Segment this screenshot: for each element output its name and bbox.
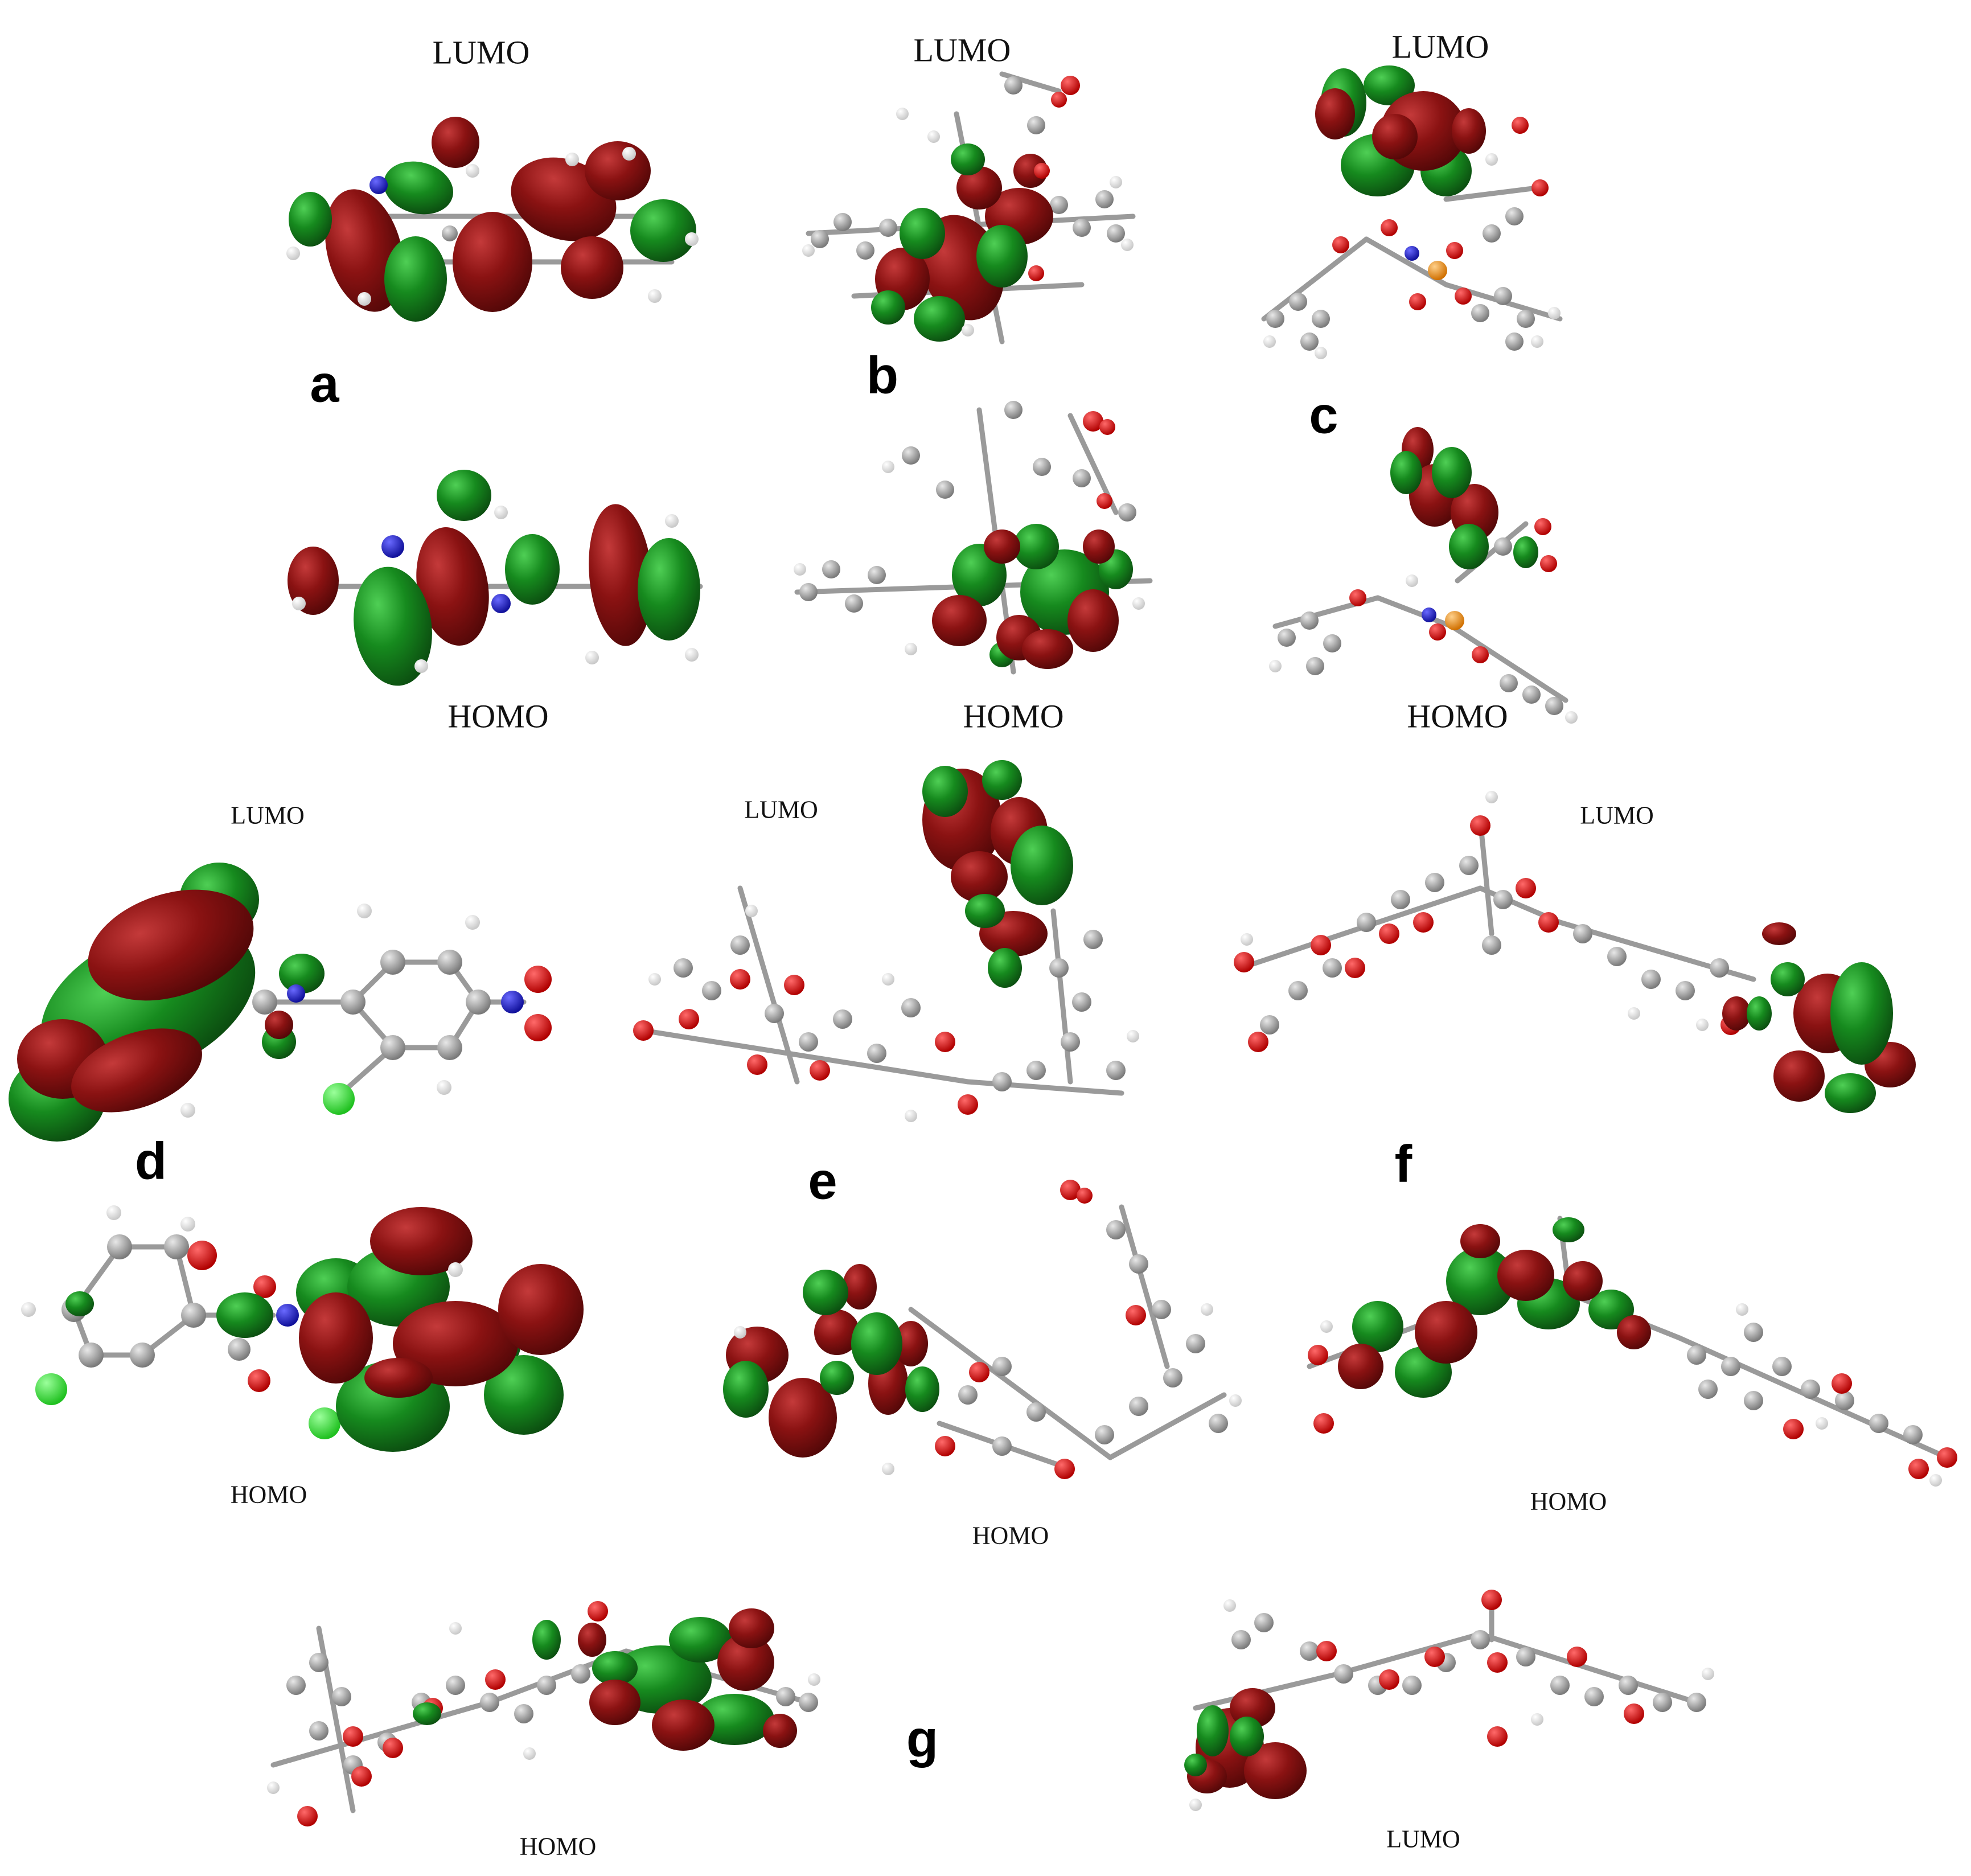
panel-b-lumo-structure: [802, 71, 1136, 344]
panel-f-lumo-structure: [1234, 791, 1916, 1113]
panel-g-lumo-label: LUMO: [1386, 1825, 1460, 1853]
panel-a-letter: a: [310, 355, 339, 413]
panel-c-homo-label: HOMO: [1407, 697, 1508, 735]
panel-a-homo-structure: [288, 470, 703, 686]
panel-d-homo-label: HOMO: [230, 1480, 307, 1509]
panel-e-letter: e: [808, 1152, 837, 1210]
panel-c-homo-structure: [1269, 427, 1578, 724]
panel-c-lumo-label: LUMO: [1391, 28, 1489, 65]
panel-g-homo-label: HOMO: [519, 1832, 597, 1861]
panel-c-letter: c: [1309, 386, 1338, 445]
panel-a-homo-label: HOMO: [447, 697, 549, 735]
panel-f-homo-label: HOMO: [1530, 1487, 1607, 1516]
panel-b-homo-structure: [794, 401, 1153, 675]
panel-d-lumo-structure: [9, 863, 552, 1142]
panel-b-lumo-label: LUMO: [913, 31, 1011, 69]
panel-e-homo-label: HOMO: [972, 1521, 1049, 1550]
panel-g-homo-structure: [267, 1601, 820, 1826]
panel-d-letter: d: [134, 1132, 167, 1191]
panel-d-lumo-label: LUMO: [231, 801, 305, 830]
panel-b-letter: b: [866, 346, 899, 405]
panel-d-homo-structure: [21, 1205, 584, 1452]
panel-f-homo-structure: [1307, 1216, 1957, 1487]
panel-a-lumo-label: LUMO: [432, 34, 530, 71]
panel-e-lumo-structure: [633, 760, 1139, 1122]
panel-e-lumo-label: LUMO: [744, 795, 818, 824]
panel-g-letter: g: [906, 1710, 939, 1768]
panel-g-lumo-structure: [1184, 1590, 1714, 1811]
panel-c-lumo-structure: [1261, 65, 1563, 359]
panel-a-lumo-structure: [286, 117, 699, 322]
panel-f-letter: f: [1394, 1135, 1412, 1193]
panel-f-lumo-label: LUMO: [1580, 801, 1654, 830]
panel-b-homo-label: HOMO: [963, 697, 1064, 735]
panel-e-homo-structure: [723, 1180, 1242, 1479]
